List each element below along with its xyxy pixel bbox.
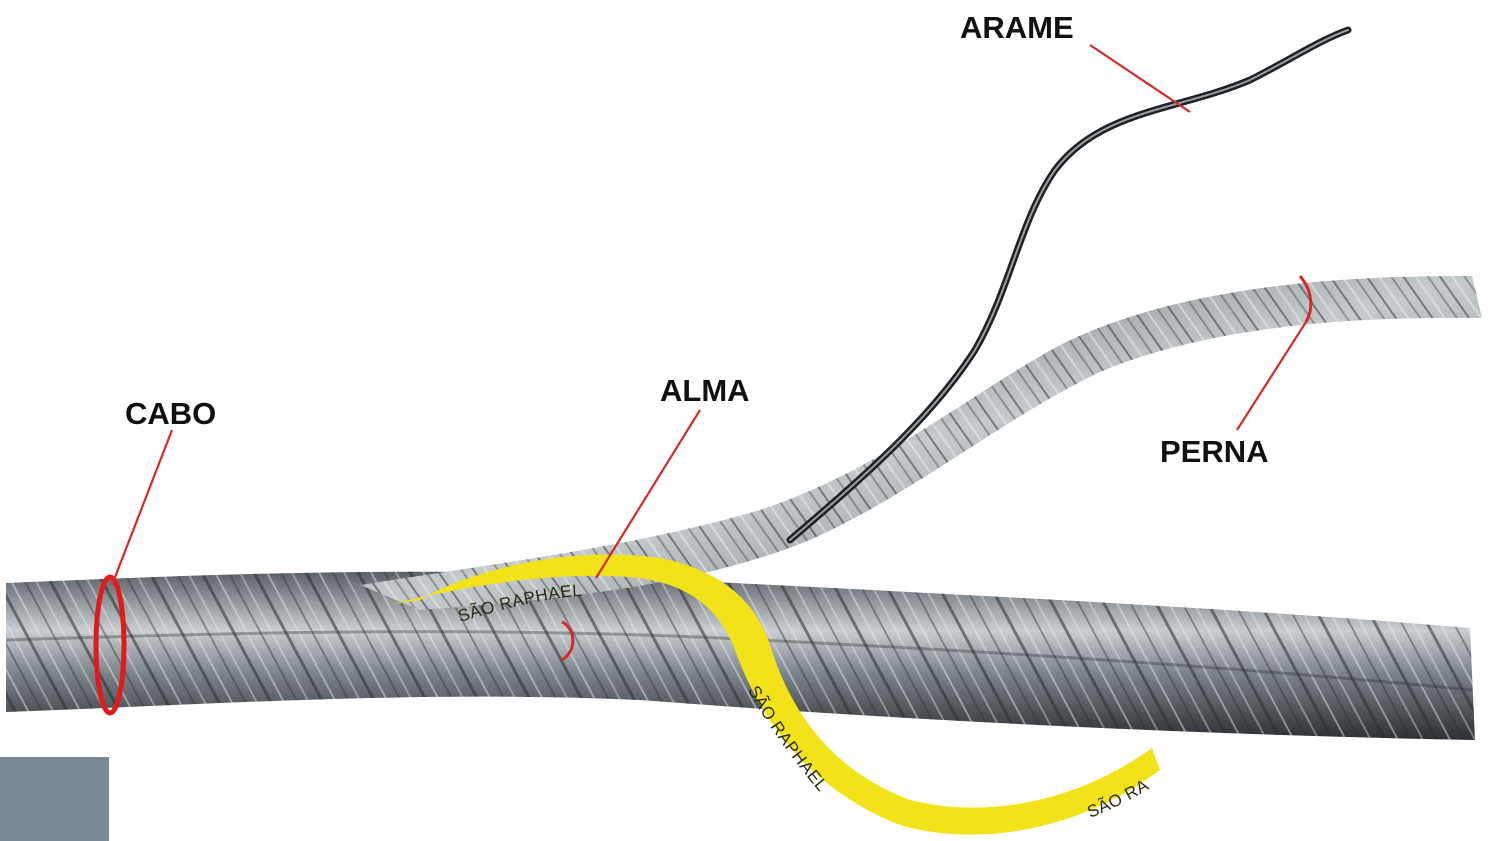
- corner-block: [0, 757, 109, 841]
- label-perna: PERNA: [1160, 434, 1269, 469]
- label-alma: ALMA: [660, 373, 750, 408]
- perna-leader: [1237, 322, 1306, 430]
- arame-leader: [1090, 45, 1190, 112]
- cabo-leader: [112, 430, 172, 585]
- label-cabo: CABO: [125, 396, 216, 431]
- label-arame: ARAME: [960, 10, 1074, 45]
- lifted-strand: [360, 276, 1482, 610]
